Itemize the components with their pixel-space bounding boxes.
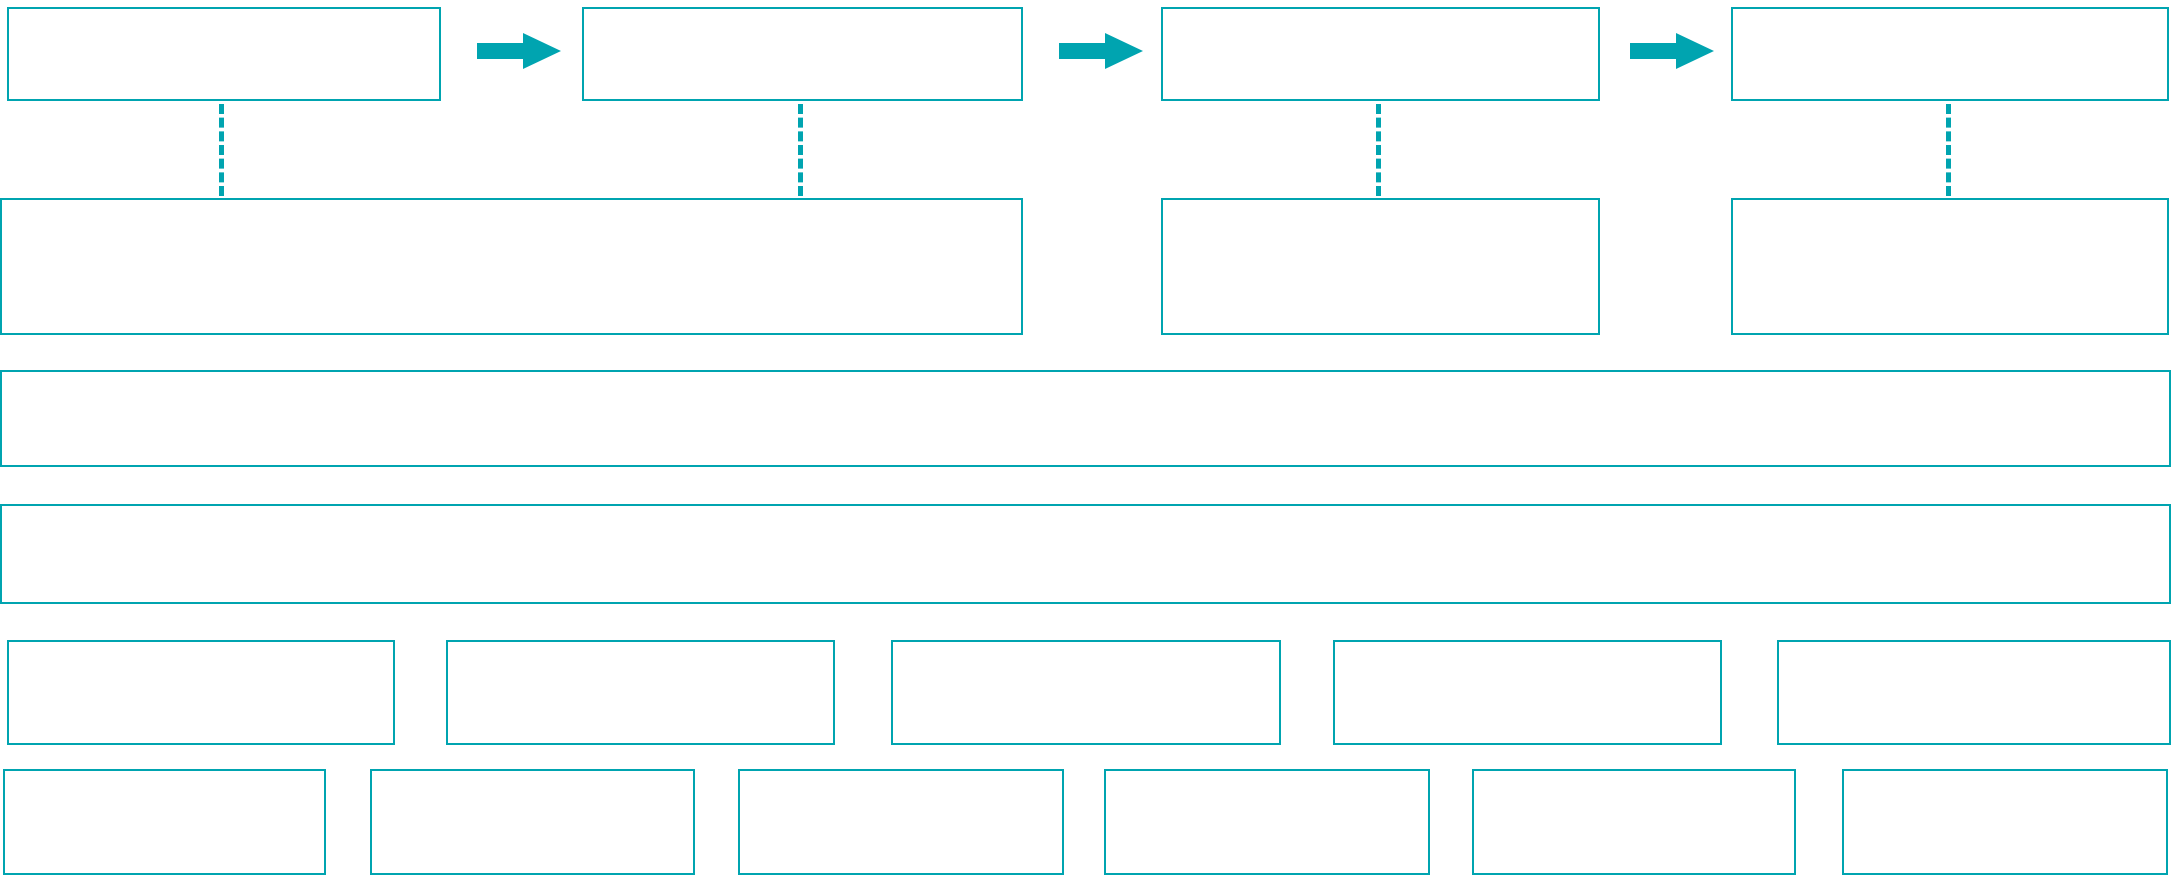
- grid-top-box-5: [1777, 640, 2171, 745]
- flow-step-3: [1161, 7, 1600, 101]
- grid-top-box-4: [1333, 640, 1722, 745]
- flow-step-2: [582, 7, 1023, 101]
- dashed-connector-4: [1946, 104, 1951, 196]
- grid-top-box-3: [891, 640, 1281, 745]
- arrow-right-icon: [477, 31, 561, 71]
- grid-bottom-box-2: [370, 769, 695, 875]
- dashed-connector-1: [219, 104, 224, 196]
- flow-step-4: [1731, 7, 2169, 101]
- detail-box-3: [1731, 198, 2169, 335]
- dashed-connector-3: [1376, 104, 1381, 196]
- arrow-right-icon: [1059, 31, 1143, 71]
- grid-top-box-1: [7, 640, 395, 745]
- grid-bottom-box-4: [1104, 769, 1430, 875]
- grid-bottom-box-6: [1842, 769, 2168, 875]
- detail-box-2: [1161, 198, 1600, 335]
- grid-bottom-box-1: [3, 769, 326, 875]
- detail-box-wide: [0, 198, 1023, 335]
- grid-bottom-box-5: [1472, 769, 1796, 875]
- band-row-2: [0, 504, 2171, 604]
- grid-top-box-2: [446, 640, 835, 745]
- grid-bottom-box-3: [738, 769, 1064, 875]
- arrow-right-icon: [1630, 31, 1714, 71]
- band-row-1: [0, 370, 2171, 467]
- dashed-connector-2: [798, 104, 803, 196]
- flow-step-1: [7, 7, 441, 101]
